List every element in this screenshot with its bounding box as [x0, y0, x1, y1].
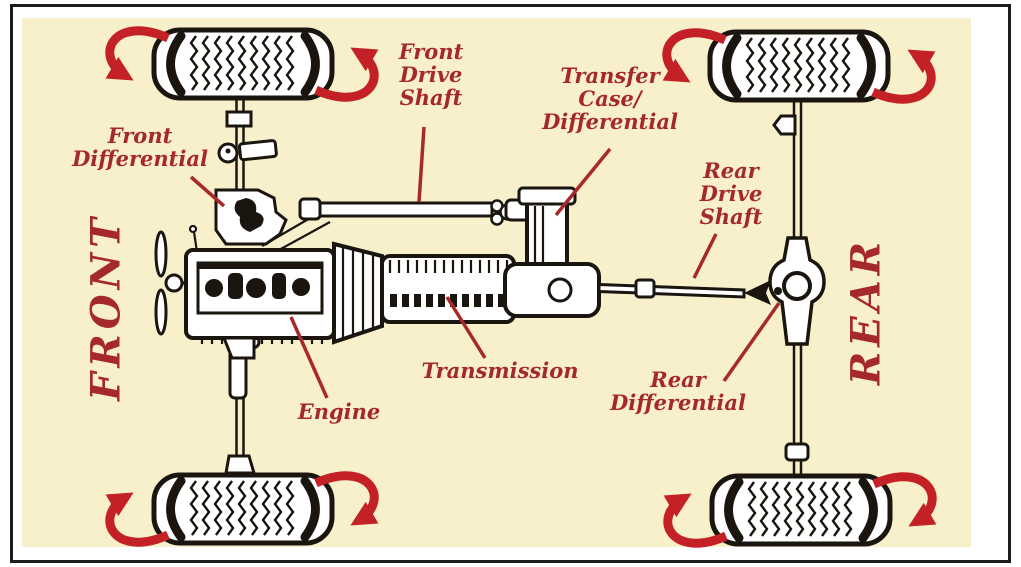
- label-front-differential: Front Differential: [72, 123, 208, 171]
- front-differential-drawing: [214, 139, 331, 257]
- leader-lines: [189, 126, 781, 399]
- leader-front-differential: [189, 175, 226, 208]
- leader-rear-differential: [722, 301, 781, 383]
- tire-front-left: [154, 30, 332, 98]
- rear-drive-shaft-drawing: [597, 278, 771, 305]
- tire-front-right: [710, 32, 888, 100]
- label-front-drive-shaft: Front Drive Shaft: [398, 39, 464, 110]
- label-transmission: Transmission: [421, 358, 579, 383]
- leader-rear-drive-shaft: [692, 233, 718, 279]
- label-rear-drive-shaft: Rear Drive Shaft: [699, 158, 763, 229]
- rear-axle: [772, 102, 810, 474]
- leader-front-drive-shaft: [417, 126, 426, 203]
- front-drive-shaft-drawing: [298, 197, 517, 226]
- leader-transmission: [445, 296, 487, 359]
- label-engine: Engine: [297, 399, 381, 424]
- leader-engine: [289, 316, 329, 399]
- tire-rear-left: [154, 475, 332, 543]
- label-transfer-case: Transfer Case/ Differential: [542, 63, 678, 134]
- rear-differential-drawing: [768, 236, 826, 346]
- tire-rear-right: [712, 476, 890, 544]
- engine-drawing: [154, 224, 336, 360]
- leader-transfer-case: [554, 147, 612, 217]
- label-rear-differential: Rear Differential: [610, 367, 746, 415]
- transfer-case-drawing: [503, 186, 601, 318]
